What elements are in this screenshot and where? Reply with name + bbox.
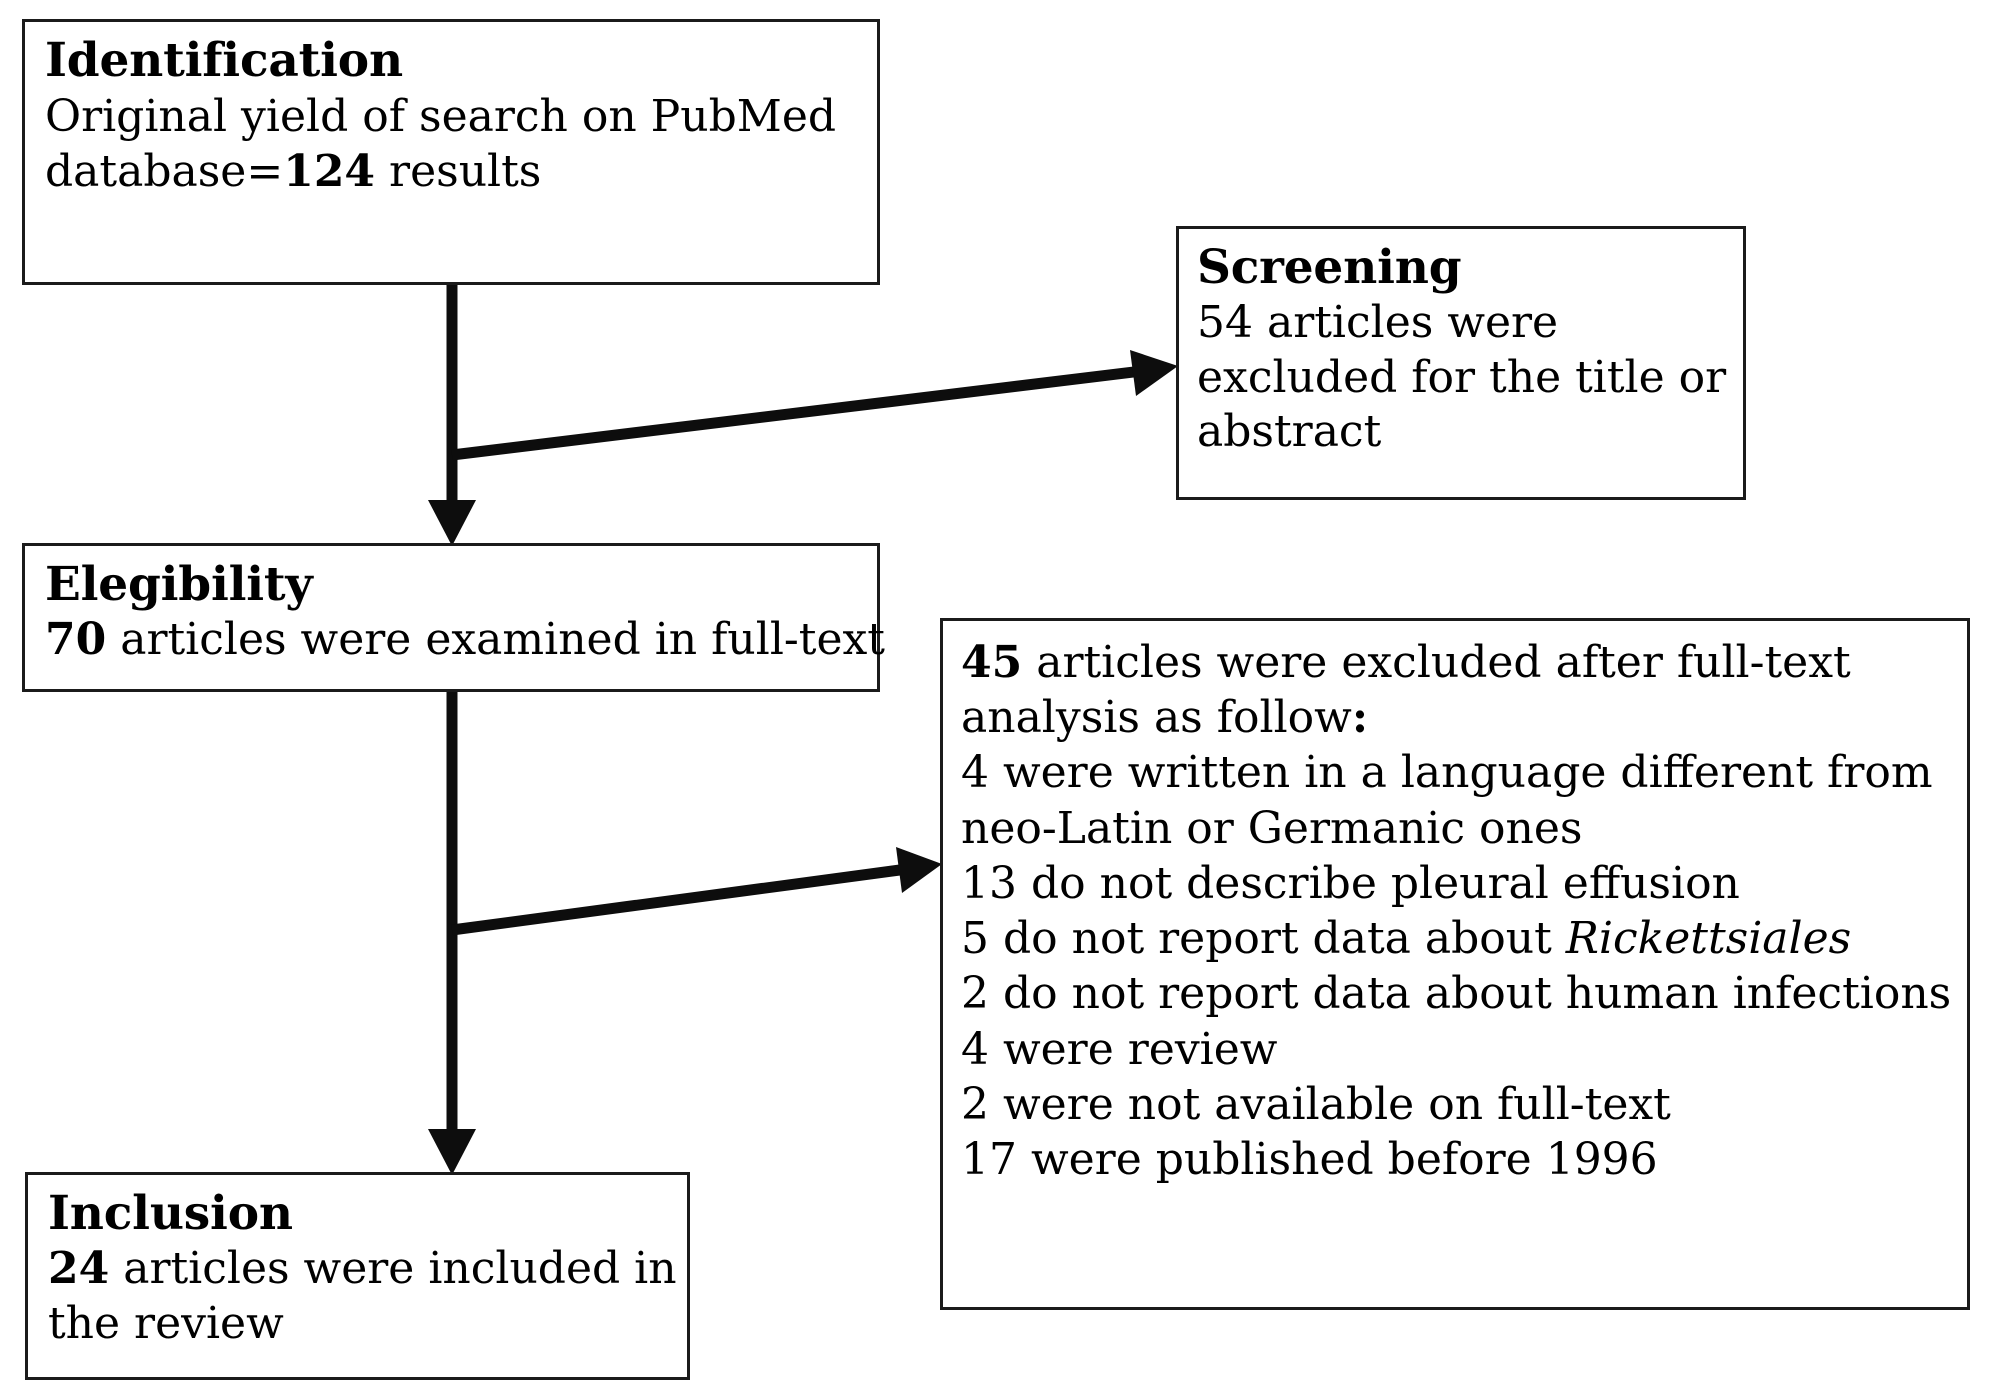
exclusion-header-line-2: analysis as follow: bbox=[961, 690, 1951, 745]
exclusion-item-1: neo-Latin or Germanic ones bbox=[961, 802, 1583, 854]
inclusion-box: Inclusion 24 articles were included in t… bbox=[25, 1172, 690, 1380]
identification-results-word: results bbox=[375, 146, 542, 198]
arrow-identification-to-elegibility-head bbox=[428, 500, 476, 546]
arrow-elegibility-to-exclusion-head bbox=[896, 847, 942, 893]
inclusion-line-2: the review bbox=[48, 1297, 284, 1349]
elegibility-title: Elegibility bbox=[45, 557, 313, 612]
inclusion-title: Inclusion bbox=[48, 1186, 293, 1241]
identification-line-1: Original yield of search on PubMed bbox=[45, 91, 837, 143]
exclusion-header-colon: : bbox=[1351, 692, 1369, 744]
exclusion-item-0: 4 were written in a language different f… bbox=[961, 747, 1933, 799]
exclusion-item-6: 17 were published before 1996 bbox=[961, 1133, 1658, 1185]
exclusion-count: 45 bbox=[961, 637, 1023, 688]
screening-line-2: excluded for the title or bbox=[1197, 351, 1727, 403]
arrow-elegibility-to-exclusion-shaft bbox=[451, 862, 916, 936]
exclusion-item-rickettsiales-text: 5 do not report data about bbox=[961, 913, 1566, 965]
screening-line-1: 54 articles were bbox=[1197, 297, 1559, 349]
exclusion-detail-box: 45 articles were excluded after full-tex… bbox=[940, 618, 1970, 1310]
screening-title: Screening bbox=[1197, 240, 1462, 295]
screening-line-3: abstract bbox=[1197, 406, 1382, 458]
screening-box: Screening 54 articles were excluded for … bbox=[1176, 226, 1746, 500]
inclusion-line-1: 24 articles were included in bbox=[48, 1242, 677, 1297]
exclusion-item-rickettsiales-taxon: Rickettsiales bbox=[1565, 913, 1852, 965]
inclusion-line-1-rest: articles were included in bbox=[109, 1243, 677, 1295]
exclusion-header-line-1: 45 articles were excluded after full-tex… bbox=[961, 635, 1951, 690]
exclusion-header-line-2-text: analysis as follow bbox=[961, 692, 1352, 744]
exclusion-item-rickettsiales: 5 do not report data about Rickettsiales bbox=[961, 911, 1951, 966]
identification-database-label: database= bbox=[45, 146, 284, 198]
exclusion-item-4: 4 were review bbox=[961, 1023, 1278, 1075]
exclusion-item-3: 2 do not report data about human infecti… bbox=[961, 968, 1952, 1020]
arrow-identification-to-screening-shaft bbox=[451, 364, 1151, 461]
elegibility-box: Elegibility 70 articles were examined in… bbox=[22, 543, 885, 692]
identification-line-2: database=124 results bbox=[45, 144, 859, 199]
arrow-identification-to-screening-head bbox=[1130, 350, 1178, 396]
exclusion-item-2: 13 do not describe pleural effusion bbox=[961, 857, 1740, 909]
exclusion-item-5: 2 were not available on full-text bbox=[961, 1078, 1671, 1130]
arrow-elegibility-to-inclusion-head bbox=[428, 1129, 476, 1175]
inclusion-count: 24 bbox=[48, 1243, 110, 1295]
identification-result-count: 124 bbox=[283, 146, 376, 198]
elegibility-line-1-rest: articles were examined in full-text bbox=[106, 614, 885, 666]
identification-box: Identification Original yield of search … bbox=[22, 19, 880, 285]
elegibility-line-1: 70 articles were examined in full-text bbox=[45, 613, 885, 667]
exclusion-header-rest: articles were excluded after full-text bbox=[1022, 637, 1851, 688]
identification-title: Identification bbox=[45, 33, 403, 88]
elegibility-count: 70 bbox=[45, 614, 107, 666]
